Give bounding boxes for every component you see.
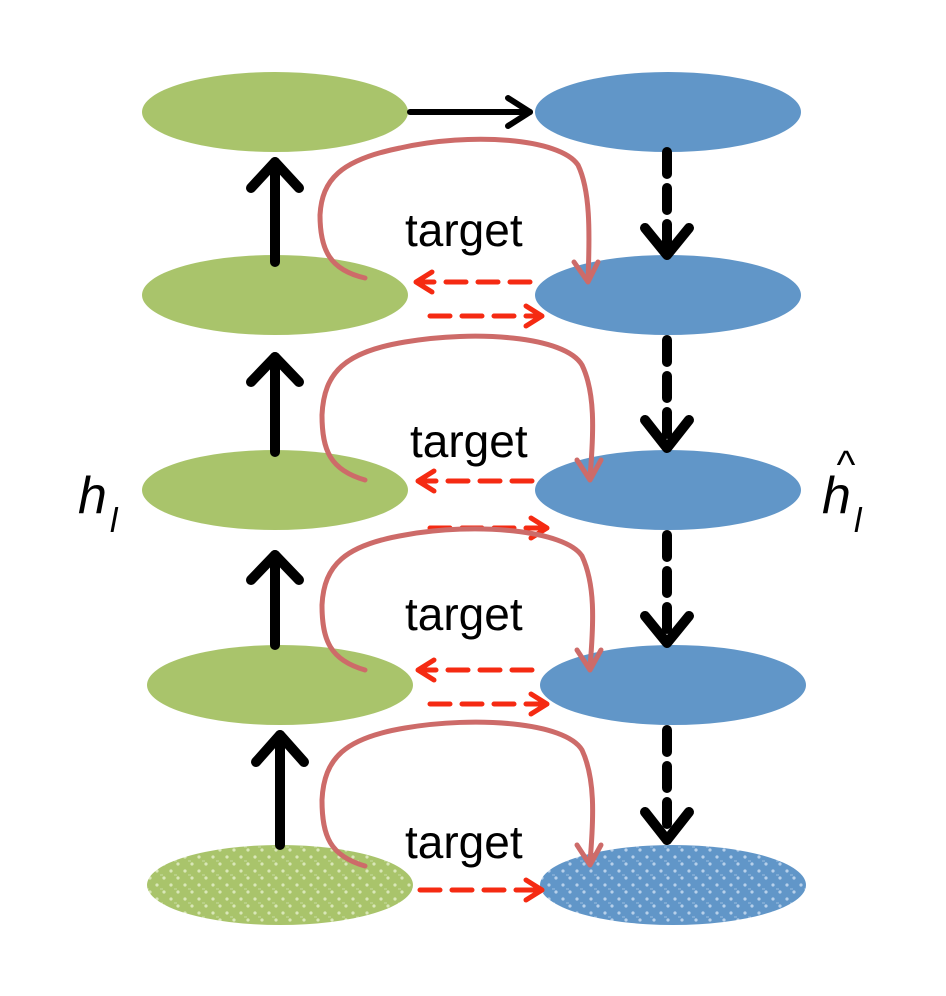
target-labels: target target target target xyxy=(405,204,528,868)
encoder-node-2 xyxy=(147,645,413,725)
loop-3 xyxy=(319,333,604,483)
encoder-node-5 xyxy=(142,72,408,152)
decoder-node-2 xyxy=(540,645,806,725)
top-right-arrow xyxy=(407,95,533,129)
up-arrow-4 xyxy=(246,157,304,267)
h-hat-variable: h xyxy=(822,467,851,525)
down-arrow-1 xyxy=(640,147,694,260)
decoder-node-3 xyxy=(535,450,801,530)
decoder-down-arrows xyxy=(640,147,694,845)
up-arrow-2 xyxy=(246,550,304,650)
down-arrow-3 xyxy=(640,530,694,648)
up-arrow-3 xyxy=(246,352,304,457)
loop-1 xyxy=(319,719,604,869)
left-side-label: h l xyxy=(78,467,119,540)
loop-2 xyxy=(319,526,604,673)
down-arrow-4 xyxy=(640,725,694,845)
decoder-node-4 xyxy=(535,255,801,335)
h-l-subscript: l xyxy=(110,502,119,540)
encoder-input-node xyxy=(147,845,413,925)
down-arrow-2 xyxy=(640,335,694,453)
loop-4 xyxy=(317,136,601,285)
up-arrow-1 xyxy=(251,730,309,850)
encoder-node-3 xyxy=(142,450,408,530)
reconstruction-loops xyxy=(317,136,604,869)
h-l-variable: h xyxy=(78,467,107,525)
h-hat-subscript: l xyxy=(854,502,863,540)
target-label-3: target xyxy=(410,415,528,467)
encoder-node-4 xyxy=(142,255,408,335)
target-label-1: target xyxy=(405,816,523,868)
decoder-node-5 xyxy=(535,72,801,152)
h-hat-symbol: ^ xyxy=(836,443,856,487)
encoder-up-arrows xyxy=(246,157,309,850)
decoder-column xyxy=(535,72,806,925)
right-side-label: ^ h l xyxy=(822,443,863,540)
target-arrows xyxy=(413,269,550,903)
target-label-4: target xyxy=(405,204,523,256)
decoder-output-node xyxy=(540,845,806,925)
target-label-2: target xyxy=(405,588,523,640)
